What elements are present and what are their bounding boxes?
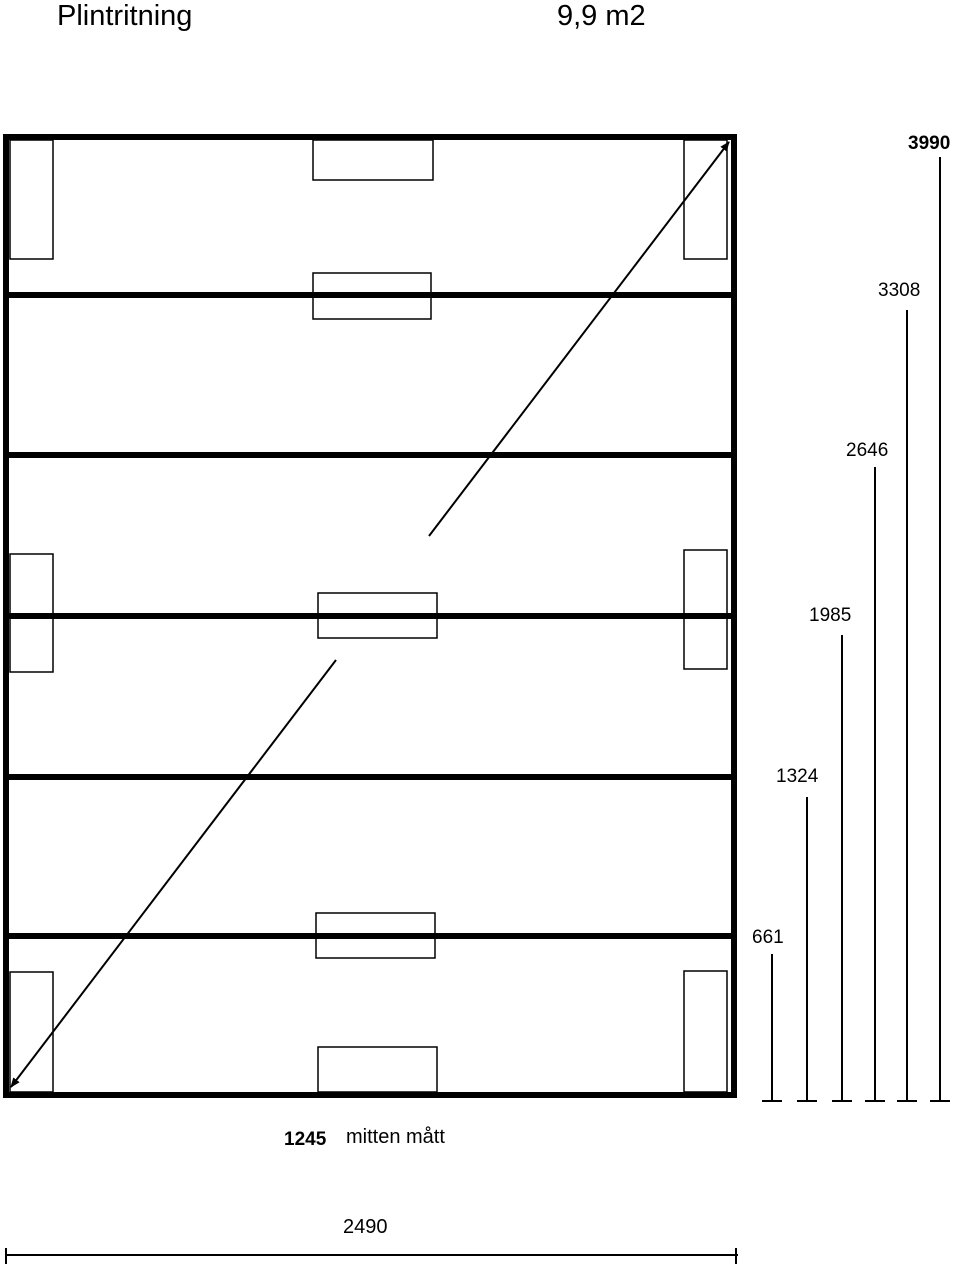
mid-dimension-value: 1245 bbox=[284, 1129, 327, 1150]
width-dimension-label: 2490 bbox=[343, 1216, 388, 1238]
plinth-block bbox=[9, 139, 54, 260]
mid-dimension-label: mitten mått bbox=[346, 1126, 445, 1148]
height-label-1985: 1985 bbox=[809, 605, 852, 626]
plinth-block bbox=[683, 139, 728, 260]
plinth-block bbox=[683, 970, 728, 1093]
plinth-block bbox=[9, 971, 54, 1093]
height-label-1324: 1324 bbox=[776, 766, 819, 787]
plinth-block bbox=[315, 912, 436, 959]
height-label-2646: 2646 bbox=[846, 440, 889, 461]
plinth-block bbox=[9, 553, 54, 673]
plinth-block bbox=[683, 549, 728, 670]
plinth-block bbox=[312, 272, 432, 320]
plinth-block bbox=[312, 139, 434, 181]
area-label: 9,9 m2 bbox=[557, 0, 646, 32]
height-label-3990: 3990 bbox=[908, 133, 951, 154]
plinth-block bbox=[317, 1046, 438, 1093]
height-label-661: 661 bbox=[752, 927, 784, 948]
height-label-3308: 3308 bbox=[878, 280, 921, 301]
diagonal-arrow-lower bbox=[10, 659, 337, 1088]
drawing-title: Plintritning bbox=[57, 0, 193, 32]
plinth-block bbox=[317, 592, 438, 639]
diagonal-arrow-upper bbox=[428, 141, 730, 537]
